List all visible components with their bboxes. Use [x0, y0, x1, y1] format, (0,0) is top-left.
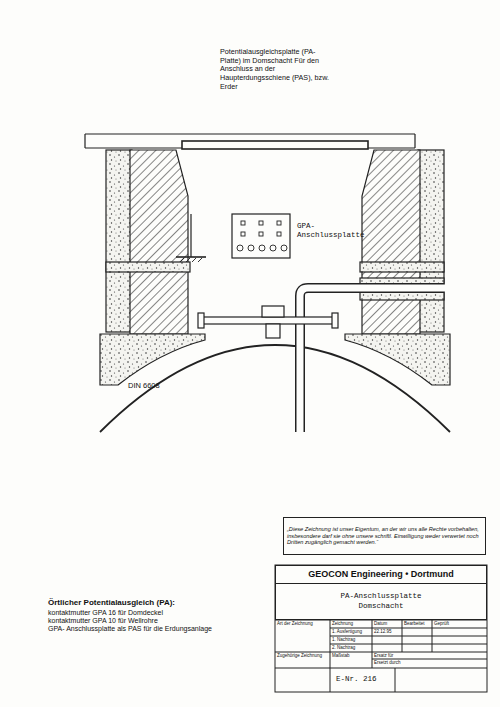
cover-line — [414, 134, 415, 148]
table-cell: Zeichnung — [332, 621, 353, 626]
table-cell: 22.12.95 — [374, 629, 392, 634]
legend-line: kontaktmutter GPA 10 für Wellrohre — [48, 617, 158, 625]
copyright-note: „Diese Zeichnung ist unser Eigentum, an … — [283, 517, 486, 555]
base-concrete — [100, 334, 205, 385]
contact-nut — [262, 306, 284, 317]
table-cell: Art der Zeichnung — [277, 621, 313, 626]
table-cell: Ersatz für — [374, 653, 393, 658]
flange-bar — [202, 317, 334, 324]
table-cell: Datum — [374, 621, 387, 626]
flange-cap — [332, 313, 338, 328]
table-cell: 1. Ausfertigung — [332, 629, 362, 634]
table-cell: 2. Nachtrag — [332, 645, 355, 650]
table-cell: Ersetzt durch — [374, 660, 401, 665]
ring-joint — [106, 262, 190, 272]
node-text: GEOCON Engineering • Dortmund — [279, 569, 483, 580]
flange-stub — [266, 324, 280, 338]
earth-symbol — [176, 256, 206, 258]
header-note: Potentialausgleichsplatte (PA-Platte) im… — [220, 48, 332, 91]
tank-dome — [100, 345, 450, 432]
legend-line: GPA- Anschlussplatte als PAS für die Erd… — [48, 625, 212, 633]
cover-line — [84, 134, 85, 148]
earth-hatch — [180, 258, 202, 262]
shaft-wall — [362, 150, 420, 334]
title-block-grid — [275, 565, 487, 692]
shaft-wall — [130, 150, 188, 334]
riser-pipe — [300, 288, 444, 432]
node-text: PA-Anschlussplatte Domschacht — [335, 592, 427, 611]
node-text: „Diese Zeichnung ist unser Eigentum, an … — [287, 526, 482, 547]
earth-symbol — [190, 214, 191, 257]
concrete — [418, 150, 444, 332]
riser-pipe-inner — [300, 288, 445, 433]
table-cell: Maßstab — [332, 653, 350, 658]
table-cell: Zugehörige Zeichnung — [277, 653, 322, 658]
legend-heading: Örtlicher Potentialausgleich (PA): — [48, 598, 175, 608]
dome-lid — [182, 141, 368, 149]
company-box: GEOCON Engineering • Dortmund — [275, 565, 487, 585]
concrete — [106, 150, 132, 332]
standard-label: DIN 6608 — [128, 381, 160, 390]
base-concrete — [345, 334, 450, 385]
ring-joint — [360, 262, 444, 272]
table-cell: Bearbeitet — [404, 621, 425, 626]
drawing-number: E-Nr. 216 — [336, 675, 377, 684]
gpa-plate — [232, 214, 290, 258]
flange-cap — [198, 313, 204, 328]
legend-line: kontaktmutter GPA 16 für Domdeckel — [48, 609, 163, 617]
cover-line — [85, 133, 415, 134]
table-cell: Geprüft — [434, 621, 449, 626]
table-cell: 1. Nachtrag — [332, 637, 355, 642]
drawing-title-box: PA-Anschlussplatte Domschacht — [275, 583, 487, 620]
plate-terminals — [237, 221, 287, 251]
plate-label: GPA- Anschlussplatte — [297, 222, 361, 240]
